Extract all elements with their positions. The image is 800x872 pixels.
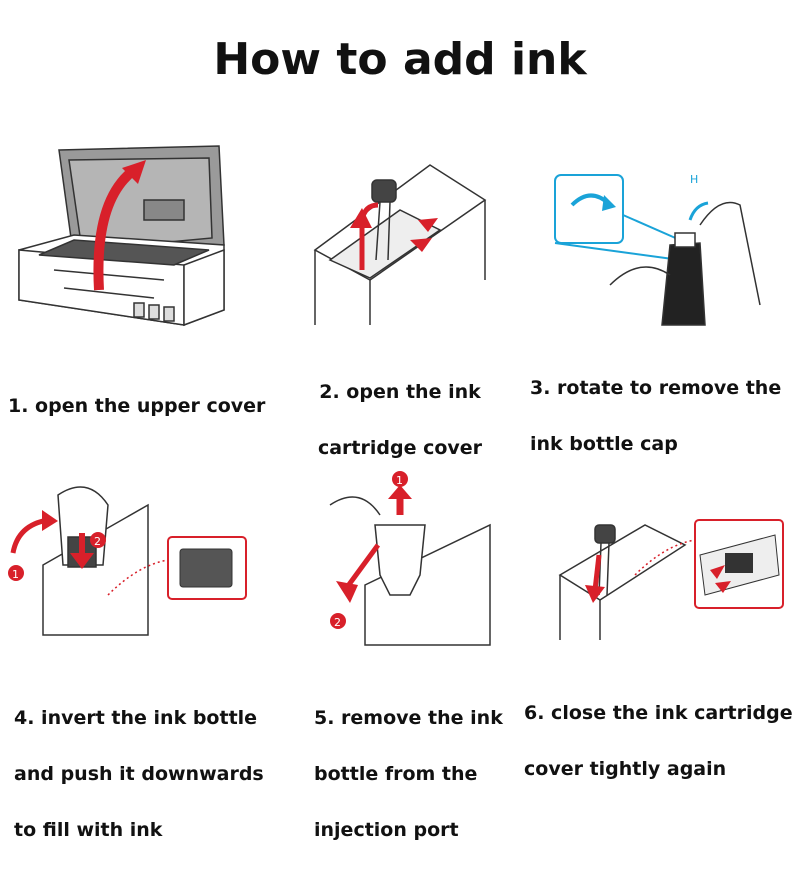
- step-5-caption-line-3: injection port: [314, 819, 459, 841]
- step-4-caption-line-2: and push it downwards: [14, 763, 264, 785]
- page-title: How to add ink: [213, 34, 587, 85]
- step-3-illustration: H: [554, 173, 761, 326]
- step-4-caption: 4. invert the ink bottle and push it dow…: [14, 676, 264, 872]
- step-5-caption-line-1: 5. remove the ink: [314, 707, 503, 729]
- step-2-caption-line-2: cartridge cover: [317, 437, 483, 459]
- step-5-marker-1: [392, 471, 408, 487]
- step-2-illustration: [313, 164, 487, 325]
- step-2-caption-line-1: 2. open the ink: [319, 381, 481, 403]
- step-4-caption-line-3: to fill with ink: [14, 819, 163, 841]
- step-5-illustration: 1 2: [329, 471, 491, 646]
- step-5-marker-2: [330, 613, 346, 629]
- bottle-mark-label: H: [690, 173, 698, 186]
- step-5-marker-2-label: 2: [334, 616, 341, 629]
- open-arrow: [93, 166, 138, 291]
- step-5-caption-line-2: bottle from the: [314, 763, 478, 785]
- step-1-illustration: [18, 145, 225, 327]
- step-2-caption: 2. open the ink cartridge cover: [300, 350, 500, 490]
- step-4-caption-line-1: 4. invert the ink bottle: [14, 707, 258, 729]
- step-4-marker-2-label: 2: [94, 535, 101, 548]
- step-4-marker-1: [8, 565, 24, 581]
- step-6-caption-line-2: cover tightly again: [524, 758, 727, 780]
- step-6-caption: 6. close the ink cartridge cover tightly…: [524, 671, 793, 811]
- step-4-marker-2: [90, 532, 106, 548]
- step-5-marker-1-label: 1: [396, 474, 403, 487]
- step-4-illustration: 1 2: [8, 486, 247, 636]
- step-3-caption-line-2: ink bottle cap: [530, 433, 678, 455]
- step-6-caption-line-1: 6. close the ink cartridge: [524, 702, 793, 724]
- cap-detail-panel: [554, 174, 624, 244]
- step-6-illustration: [558, 519, 784, 640]
- step-4-marker-1-label: 1: [12, 568, 19, 581]
- step-3-caption-line-1: 3. rotate to remove the: [530, 377, 782, 399]
- step-3-caption: 3. rotate to remove the ink bottle cap: [530, 346, 781, 486]
- step-1-caption-line: 1. open the upper cover: [8, 395, 266, 417]
- step-1-caption: 1. open the upper cover: [8, 364, 265, 448]
- step-5-caption: 5. remove the ink bottle from the inject…: [314, 676, 503, 872]
